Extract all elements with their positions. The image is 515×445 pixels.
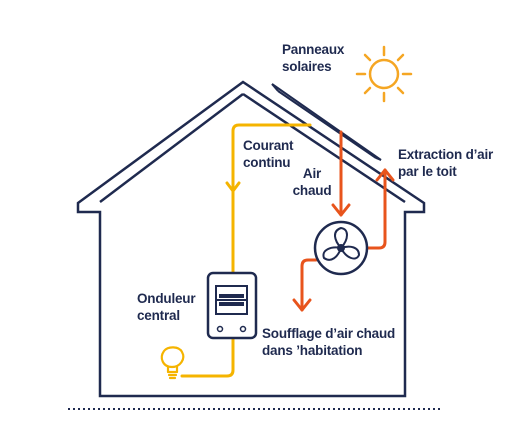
fan-icon xyxy=(313,220,369,276)
label-hot-air: Air chaud xyxy=(292,166,332,198)
house-outline xyxy=(76,80,426,398)
lightbulb-icon xyxy=(160,346,185,380)
blowing-arrow xyxy=(292,258,318,312)
label-central-inverter: Onduleur central xyxy=(137,291,196,323)
label-direct-current: Courant continu xyxy=(243,138,294,170)
extraction-up-arrow xyxy=(365,168,395,250)
solar-panel-icon xyxy=(271,83,382,161)
dc-current-path xyxy=(180,123,312,378)
label-hot-air-blowing: Soufflage d’air chaud dans ’habitation xyxy=(262,326,396,358)
sun-icon xyxy=(355,45,413,103)
label-roof-extraction: Extraction d’air par le toit xyxy=(398,147,494,179)
label-solar-panels: Panneaux solaires xyxy=(282,42,345,74)
hot-air-down-arrow xyxy=(331,130,351,217)
inverter-icon xyxy=(206,271,258,340)
